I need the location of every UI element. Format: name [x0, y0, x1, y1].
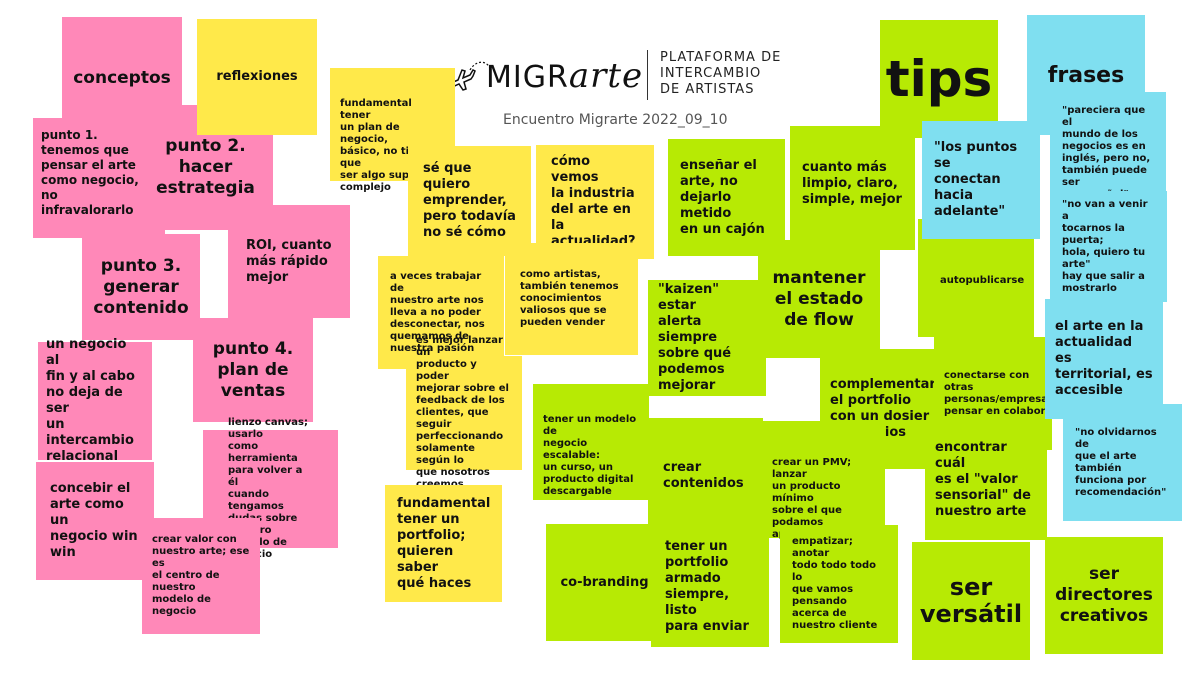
brand-script: arte: [568, 56, 644, 96]
sticky-note-no-olvidarnos[interactable]: "no olvidarnos de que el arte también fu…: [1063, 404, 1182, 521]
note-text: crear valor con nuestro arte; ese es el …: [152, 534, 250, 617]
note-text: "no van a venir a tocarnos la puerta; ho…: [1062, 198, 1148, 294]
brand-tagline: PLATAFORMA DE INTERCAMBIO DE ARTISTAS: [660, 50, 782, 97]
sticky-note-como-vemos[interactable]: cómo vemos la industria del arte en la a…: [536, 145, 654, 259]
note-text: ser versátil: [919, 573, 1023, 628]
sticky-note-ser-versatil[interactable]: ser versátil: [912, 542, 1030, 660]
note-text: punto 2. hacer estrategia: [156, 136, 255, 198]
sticky-note-como-artistas[interactable]: como artistas, también tenemos conocimie…: [505, 243, 638, 355]
note-text: a veces trabajar de nuestro arte nos lle…: [390, 270, 485, 354]
note-text: punto 4. plan de ventas: [212, 338, 294, 401]
note-text: ROI, cuanto más rápido mejor: [246, 237, 332, 285]
note-text: "los puntos se conectan hacia adelante": [934, 140, 1018, 219]
note-text: "no olvidarnos de que el arte también fu…: [1075, 426, 1167, 498]
note-text: cuanto más limpio, claro, simple, mejor: [802, 160, 902, 207]
note-text: mantener el estado de flow: [772, 267, 866, 330]
note-text: fundamental tener un portfolio; quieren …: [397, 495, 491, 591]
note-text: sé que quiero emprender, pero todavía no…: [423, 161, 516, 240]
sticky-note-es-mejor[interactable]: es mejor lanzar un producto y poder mejo…: [406, 335, 522, 490]
note-text: punto 1. tenemos que pensar el arte como…: [41, 128, 139, 217]
note-text: autopublicarse: [940, 275, 1025, 286]
note-text: "kaizen" estar alerta siempre sobre qué …: [658, 282, 732, 393]
sticky-note-kaizen[interactable]: "kaizen" estar alerta siempre sobre qué …: [648, 280, 766, 396]
sticky-note-punto-3[interactable]: punto 3. generar contenido: [82, 234, 200, 340]
sticky-note-tips[interactable]: tips: [880, 20, 998, 138]
sticky-note-a-veces[interactable]: a veces trabajar de nuestro arte nos lle…: [378, 256, 504, 369]
airplane-icon: [442, 61, 491, 91]
sticky-note-concebir[interactable]: concebir el arte como un negocio win win: [36, 462, 154, 580]
sticky-note-ensenar[interactable]: enseñar el arte, no dejarlo metido en un…: [668, 139, 785, 256]
note-text: es mejor lanzar un producto y poder mejo…: [416, 335, 509, 490]
logo-divider: [647, 50, 648, 100]
note-text: tips: [885, 50, 993, 108]
sticky-note-crear-contenidos[interactable]: crear contenidos: [648, 418, 763, 533]
note-text: el arte en la actualidad es territorial,…: [1055, 319, 1153, 398]
sticky-note-pmv[interactable]: crear un PMV; lanzar un producto mínimo …: [762, 421, 885, 540]
note-text: un negocio al fin y al cabo no deja de s…: [46, 337, 135, 464]
note-text: co-branding: [560, 574, 649, 590]
note-text: tener un modelo de negocio escalable: un…: [543, 414, 637, 497]
sticky-note-empatizar[interactable]: empatizar; anotar todo todo todo lo que …: [780, 525, 898, 643]
note-text: ser directores creativos: [1055, 564, 1153, 626]
sticky-note-tener-portfolio[interactable]: tener un portfolio armado siempre, listo…: [651, 527, 769, 647]
note-text: empatizar; anotar todo todo todo lo que …: [792, 536, 878, 631]
note-text: crear contenidos: [663, 459, 744, 491]
sticky-note-cuanto-mas[interactable]: cuanto más limpio, claro, simple, mejor: [790, 126, 915, 250]
sticky-note-reflexiones[interactable]: reflexiones: [197, 19, 317, 135]
note-text: tener un portfolio armado siempre, listo…: [665, 539, 749, 634]
note-text: reflexiones: [216, 69, 298, 84]
sticky-note-no-van[interactable]: "no van a venir a tocarnos la puerta; ho…: [1050, 191, 1167, 302]
note-text: frases: [1047, 62, 1125, 88]
sticky-note-punto-4[interactable]: punto 4. plan de ventas: [193, 318, 313, 422]
note-text: punto 3. generar contenido: [93, 255, 189, 318]
note-text: como artistas, también tenemos conocimie…: [520, 269, 619, 328]
sticky-note-modelo-escalable[interactable]: tener un modelo de negocio escalable: un…: [533, 384, 649, 500]
sticky-note-co-branding[interactable]: co-branding: [546, 524, 663, 641]
sticky-note-se-que-quiero[interactable]: sé que quiero emprender, pero todavía no…: [408, 146, 531, 256]
migrarte-logo: MIGRarte PLATAFORMA DE INTERCAMBIO DE AR…: [440, 44, 790, 104]
sticky-note-mantener[interactable]: mantener el estado de flow: [758, 240, 880, 358]
sticky-note-negocio-fin[interactable]: un negocio al fin y al cabo no deja de s…: [38, 337, 152, 464]
sticky-note-encontrar[interactable]: encontrar cuál es el "valor sensorial" d…: [925, 420, 1047, 540]
event-subtitle: Encuentro Migrarte 2022_09_10: [503, 112, 728, 128]
note-text: "pareciera que el mundo de los negocios …: [1062, 105, 1151, 200]
sticky-note-ser-directores[interactable]: ser directores creativos: [1045, 537, 1163, 654]
sticky-note-crear-valor[interactable]: crear valor con nuestro arte; ese es el …: [142, 518, 260, 634]
note-text: complementar el portfolio con un dosier …: [830, 377, 936, 440]
brand-name: MIGR: [486, 60, 569, 95]
sticky-note-fundamental-portfolio[interactable]: fundamental tener un portfolio; quieren …: [385, 485, 502, 602]
note-text: concebir el arte como un negocio win win: [50, 481, 138, 560]
note-text: encontrar cuál es el "valor sensorial" d…: [935, 440, 1031, 519]
sticky-note-roi[interactable]: ROI, cuanto más rápido mejor: [228, 205, 350, 318]
note-text: conceptos: [73, 68, 171, 88]
note-text: conectarse con otras personas/empresas, …: [944, 369, 1058, 417]
sticky-note-fundamental-plan[interactable]: fundamental tener un plan de negocio, bá…: [330, 68, 455, 193]
sticky-note-el-arte-actualidad[interactable]: el arte en la actualidad es territorial,…: [1045, 299, 1163, 419]
note-text: cómo vemos la industria del arte en la a…: [551, 154, 636, 249]
brand-wordmark: MIGRarte: [486, 56, 643, 96]
sticky-note-los-puntos[interactable]: "los puntos se conectan hacia adelante": [922, 121, 1040, 239]
note-text: enseñar el arte, no dejarlo metido en un…: [680, 157, 765, 237]
